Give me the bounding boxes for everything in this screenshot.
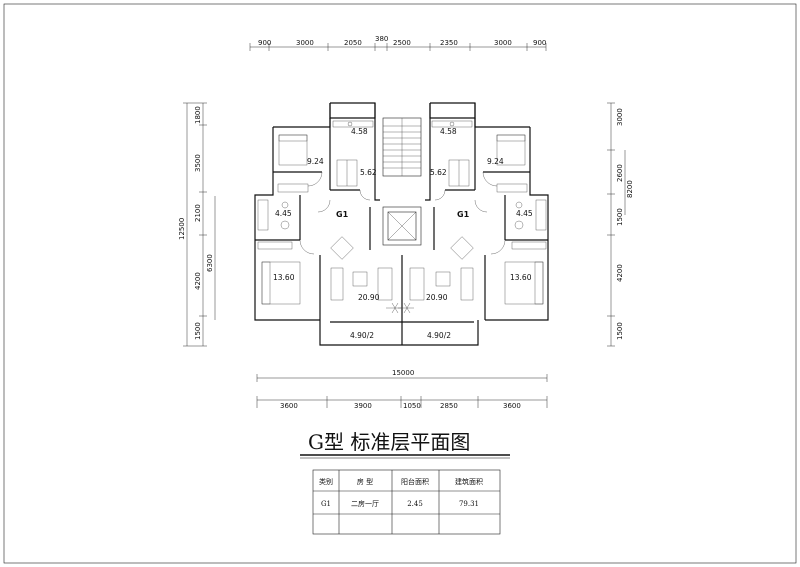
room-living-right: 20.90 (426, 293, 448, 302)
furniture (257, 120, 547, 314)
room-bath-right: 4.45 (516, 209, 533, 218)
dim-top-8: 900 (533, 39, 546, 47)
room-bath-left: 4.45 (275, 209, 292, 218)
dim-bottom-2: 3900 (354, 402, 372, 410)
left-dimension-chain: 1800 3500 2100 4200 1500 6300 12500 (178, 102, 216, 347)
room-bed1-left: 13.60 (273, 273, 295, 282)
dim-left-sub: 6300 (206, 254, 214, 272)
dim-bottom-3: 1050 (403, 402, 421, 410)
dim-top-4: 380 (375, 35, 388, 43)
room-living-left: 20.90 (358, 293, 380, 302)
dim-top-3: 2050 (344, 39, 362, 47)
table-header-balcony: 阳台面积 (401, 477, 429, 486)
dim-left-overall: 12500 (178, 218, 186, 240)
dim-bottom-overall: 15000 (392, 369, 414, 377)
dim-right-sub: 8200 (626, 180, 634, 198)
room-dining-left: 5.62 (360, 168, 377, 177)
unit-label-right: G1 (457, 210, 470, 219)
room-kitchen-left: 4.58 (351, 127, 368, 136)
right-dimension-chain: 3000 2600 1500 4200 1500 8200 (607, 102, 634, 347)
room-dining-right: 5.62 (430, 168, 447, 177)
room-bed2-left: 9.24 (307, 157, 324, 166)
dim-left-5: 1500 (194, 322, 202, 340)
table-cell-layout: 二房一厅 (351, 499, 379, 508)
dim-top-5: 2500 (393, 39, 411, 47)
bottom-dimension-chain: 15000 3600 3900 1050 2850 3600 (256, 369, 548, 410)
dim-top-6: 2350 (440, 39, 458, 47)
area-table: 类别 房 型 阳台面积 建筑面积 G1 二房一厅 2.45 79.31 (312, 469, 501, 535)
sheet-border (3, 3, 797, 564)
table-cell-type: G1 (321, 500, 331, 508)
room-balcony-left: 4.90/2 (350, 331, 374, 340)
room-kitchen-right: 4.58 (440, 127, 457, 136)
dim-right-3: 1500 (616, 208, 624, 226)
dim-left-1: 1800 (194, 106, 202, 124)
table-header-floor-area: 建筑面积 (455, 477, 483, 486)
room-balcony-right: 4.90/2 (427, 331, 451, 340)
dim-top-2: 3000 (296, 39, 314, 47)
dim-left-2: 3500 (194, 154, 202, 172)
room-bed1-right: 13.60 (510, 273, 532, 282)
unit-label-left: G1 (336, 210, 349, 219)
dim-left-3: 2100 (194, 204, 202, 222)
dim-right-2: 2600 (616, 164, 624, 182)
room-bed2-right: 9.24 (487, 157, 504, 166)
room-labels: 4.58 4.58 9.24 9.24 5.62 5.62 4.45 4.45 … (273, 127, 533, 340)
dim-bottom-4: 2850 (440, 402, 458, 410)
dim-right-5: 1500 (616, 322, 624, 340)
dim-bottom-5: 3600 (503, 402, 521, 410)
table-header-type: 类别 (319, 477, 333, 486)
dim-top-1: 900 (258, 39, 271, 47)
dim-right-1: 3000 (616, 108, 624, 126)
table-cell-floor-area: 79.31 (459, 500, 479, 508)
table-cell-balcony: 2.45 (407, 500, 423, 508)
dim-left-4: 4200 (194, 272, 202, 290)
dim-bottom-1: 3600 (280, 402, 298, 410)
dim-top-7: 3000 (494, 39, 512, 47)
drawing-title: G型 标准层平面图 (308, 430, 470, 454)
dim-right-4: 4200 (616, 264, 624, 282)
top-dimension-chain: 900 3000 2050 380 2500 2350 3000 900 (249, 35, 546, 51)
building-walls (254, 102, 549, 346)
table-header-layout: 房 型 (357, 477, 373, 486)
